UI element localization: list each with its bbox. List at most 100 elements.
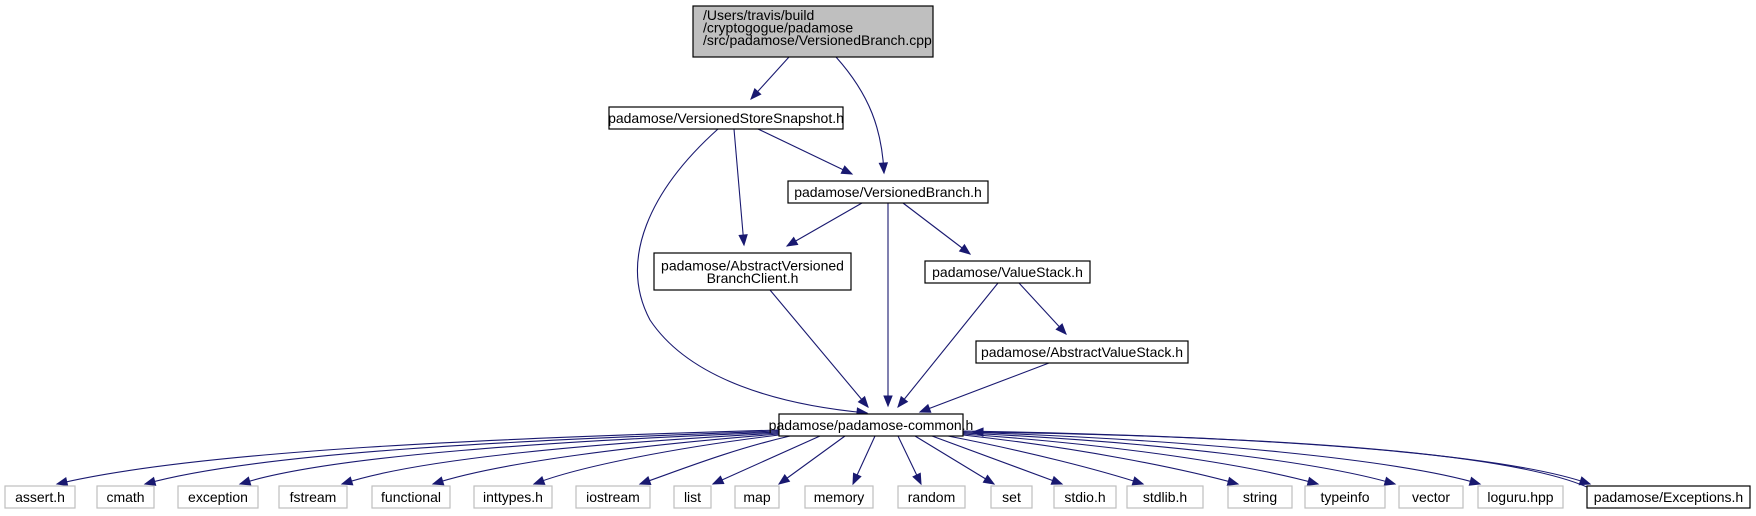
edge-line [962,430,1591,485]
node-box [778,413,964,437]
node-label: inttypes.h [483,489,543,505]
edge-common-to-exceptions [962,430,1592,486]
edge-common-to-set [914,435,996,485]
node-label: list [684,489,701,505]
edges-layer [55,56,1592,488]
edge-line [972,431,1588,488]
node-label: BranchClient.h [707,270,799,286]
arrowhead [912,472,922,486]
node-root[interactable]: /Users/travis/build/cryptogogue/padamose… [692,5,934,58]
edge-common-to-list [711,435,821,485]
edge-line [962,433,1319,485]
node-store-snapshot[interactable]: padamose/VersionedStoreSnapshot.h [608,106,844,130]
edge-common-to-map [777,435,846,485]
arrowhead [55,477,69,487]
node-label: string [1243,489,1277,505]
node-value-stack[interactable]: padamose/ValueStack.h [924,260,1091,284]
edge-line [432,433,780,485]
node-map: map [734,485,780,509]
node-label: set [1002,489,1021,505]
node-box [278,485,348,509]
edge-line [914,435,995,485]
node-functional: functional [371,485,451,509]
edge-line [962,431,1481,485]
node-list: list [673,485,712,509]
node-label: iostream [586,489,640,505]
node-label: padamose/AbstractValueStack.h [981,344,1183,360]
edge-common-to-stdio [931,435,1064,485]
node-label: /src/padamose/VersionedBranch.cpp [703,32,932,48]
node-label: map [743,489,770,505]
edge-root-to-store_snapshot [750,56,790,100]
edge-line [239,431,780,485]
edge-common-to-stdlib [947,435,1145,486]
arrowhead [1468,476,1482,486]
edge-exceptions-to-common [971,427,1588,488]
node-box [1126,485,1204,509]
node-common[interactable]: padamose/padamose-common.h [769,413,974,437]
edge-common-to-string [962,434,1240,486]
node-box [1477,485,1564,509]
edge-value_stack-to-abstract_value_stack [1018,282,1067,335]
edge-store_snapshot-to-versioned_branch [757,128,854,175]
arrowhead [750,88,762,100]
arrowhead [958,243,972,255]
node-label: stdlib.h [1143,489,1187,505]
edge-common-to-random [897,435,922,486]
node-versioned-branch[interactable]: padamose/VersionedBranch.h [787,180,989,204]
node-loguru: loguru.hpp [1477,485,1564,509]
node-box [673,485,712,509]
node-box [1304,485,1386,509]
arrowhead [777,473,791,485]
node-label: /cryptogogue/padamose [703,20,853,36]
arrowhead [711,475,725,485]
node-stdlib: stdlib.h [1126,485,1204,509]
node-label: padamose/ValueStack.h [932,264,1083,280]
node-exceptions[interactable]: padamose/Exceptions.h [1586,485,1751,509]
edge-line [778,435,846,485]
edge-common-to-loguru [962,431,1482,486]
node-assert: assert.h [4,485,76,509]
node-label: /Users/travis/build [703,7,814,23]
edge-line [962,434,1239,485]
edge-line [639,435,791,485]
node-box [653,252,852,291]
arrowhead [1226,476,1240,486]
node-abstract-value-stack[interactable]: padamose/AbstractValueStack.h [975,340,1189,364]
nodes-layer: /Users/travis/build/cryptogogue/padamose… [4,5,1751,509]
edge-abstract_client-to-common [769,289,869,409]
edge-common-to-memory [852,435,876,486]
arrowhead [878,162,889,175]
arrowhead [1383,476,1397,486]
node-label: functional [381,489,441,505]
arrowhead [840,165,854,175]
node-label: typeinfo [1320,489,1369,505]
arrowhead [1578,476,1592,486]
arrowhead [1131,476,1145,486]
node-box [990,485,1033,509]
edge-line [962,432,1396,485]
node-box [787,180,989,204]
edge-line [733,128,745,246]
edge-line [637,128,868,414]
edge-versioned_branch-to-abstract_client [785,202,863,247]
arrowhead [971,427,984,437]
node-box [804,485,874,509]
edge-root-to-versioned_branch [835,56,889,175]
edge-store_snapshot-to-abstract_client [733,128,748,247]
edge-common-to-vector [962,432,1397,486]
node-label: random [908,489,955,505]
edge-line [144,430,780,485]
edge-common-to-cmath [143,430,780,486]
node-box [975,340,1189,364]
arrowhead [532,475,546,485]
edge-line [712,435,821,485]
node-box [473,485,553,509]
edge-common-to-typeinfo [962,433,1320,486]
node-label: padamose/VersionedStoreSnapshot.h [608,110,844,126]
node-box [897,485,966,509]
edge-common-to-exception [238,431,780,486]
edge-abstract_value_stack-to-common [918,362,1050,413]
node-inttypes: inttypes.h [473,485,553,509]
